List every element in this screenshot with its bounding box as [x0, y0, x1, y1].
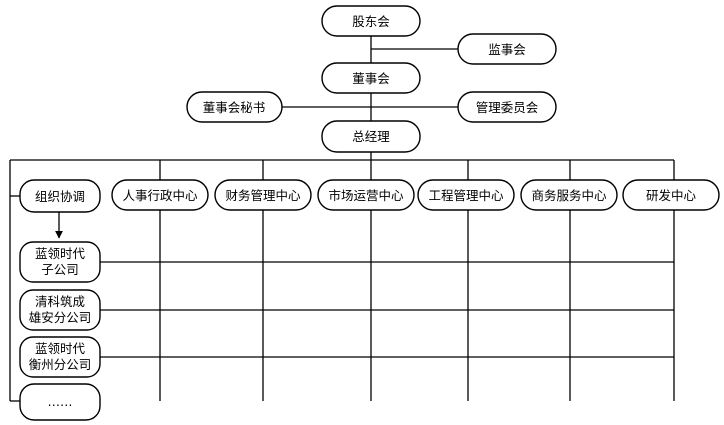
svg-text:子公司: 子公司	[41, 262, 79, 277]
svg-text:雄安分公司: 雄安分公司	[29, 310, 92, 325]
svg-text:人事行政中心: 人事行政中心	[122, 188, 198, 203]
svg-text:股东会: 股东会	[352, 14, 390, 29]
node-dept-business-service: 商务服务中心	[520, 179, 618, 211]
svg-text:监事会: 监事会	[488, 42, 526, 57]
svg-text:组织协调: 组织协调	[35, 189, 85, 204]
node-org-coordination: 组织协调	[19, 179, 101, 213]
node-management-committee: 管理委员会	[457, 91, 557, 123]
svg-text:商务服务中心: 商务服务中心	[531, 188, 607, 203]
node-general-manager: 总经理	[321, 120, 421, 153]
node-branch-xiongan: 清科筑成 雄安分公司	[19, 289, 101, 331]
node-dept-hr-admin: 人事行政中心	[111, 179, 209, 211]
svg-text:总经理: 总经理	[352, 129, 390, 144]
svg-text:工程管理中心: 工程管理中心	[428, 188, 504, 203]
svg-text:管理委员会: 管理委员会	[476, 100, 539, 115]
connector-lines	[9, 36, 675, 402]
svg-text:蓝领时代: 蓝领时代	[35, 341, 86, 356]
svg-text:清科筑成: 清科筑成	[35, 294, 85, 309]
node-dept-engineering: 工程管理中心	[417, 179, 515, 211]
node-board-secretary: 董事会秘书	[186, 91, 283, 123]
svg-text:衡州分公司: 衡州分公司	[29, 357, 92, 372]
node-dept-finance: 财务管理中心	[214, 179, 312, 211]
svg-text:董事会秘书: 董事会秘书	[203, 100, 266, 115]
node-branch-hengzhou: 蓝领时代 衡州分公司	[19, 336, 101, 378]
svg-text:市场运营中心: 市场运营中心	[328, 188, 404, 203]
node-shareholders: 股东会	[321, 5, 421, 37]
svg-text:董事会: 董事会	[352, 71, 390, 86]
svg-text:蓝领时代: 蓝领时代	[35, 246, 86, 261]
node-dept-rnd: 研发中心	[622, 179, 720, 211]
node-supervisors: 监事会	[457, 33, 557, 65]
node-subsidiary-lanling: 蓝领时代 子公司	[19, 241, 101, 283]
node-more-ellipsis: ……	[19, 383, 101, 421]
svg-text:研发中心: 研发中心	[646, 188, 697, 203]
svg-text:财务管理中心: 财务管理中心	[225, 188, 301, 203]
node-dept-marketing: 市场运营中心	[317, 179, 415, 211]
node-board: 董事会	[321, 62, 421, 94]
svg-text:……: ……	[48, 394, 73, 409]
